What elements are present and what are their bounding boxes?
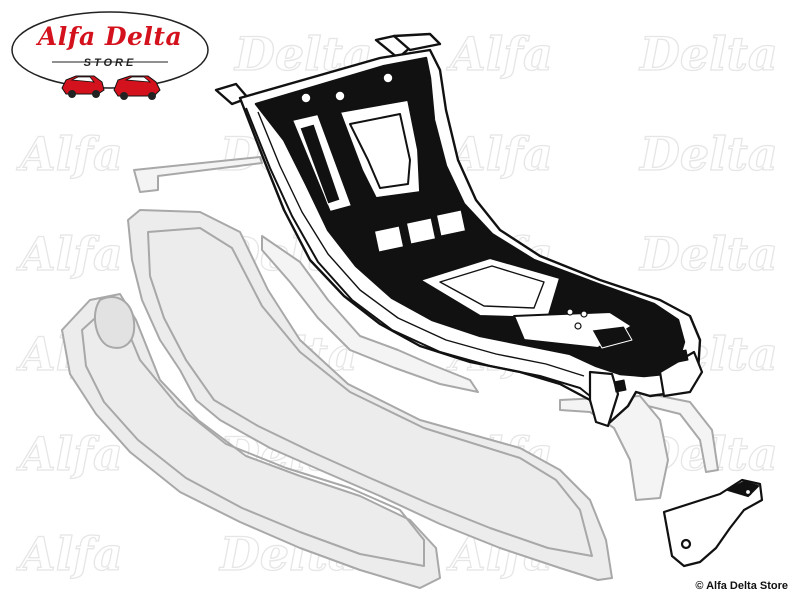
logo-subtitle: STORE [83, 57, 137, 69]
console-knob [574, 322, 582, 330]
console-gear-opening [349, 113, 411, 189]
console-rear-leg-right [658, 350, 704, 398]
console-leg-bolt [675, 349, 689, 363]
car-icon [61, 75, 105, 98]
console-tray-floor [439, 265, 545, 309]
console-knob [566, 308, 574, 316]
console-ashtray-inner [299, 123, 341, 205]
watermark-text: Delta [638, 27, 778, 81]
console-bolt-hole [300, 92, 312, 104]
ghost-side-panel-inner [147, 227, 593, 557]
logo-title: Alfa Delta [37, 22, 183, 51]
watermark-text: Delta [638, 227, 778, 281]
ghost-side-panel [127, 209, 613, 581]
ghost-cushion-inner [81, 309, 425, 567]
console-bolt-hole [382, 72, 394, 84]
copyright-credit: © Alfa Delta Store [695, 580, 788, 592]
watermark-text: Alfa [16, 427, 123, 481]
ghost-cushion [61, 293, 441, 589]
rear-bracket-hole [743, 487, 753, 497]
ghost-cushion-roll [93, 295, 136, 349]
console-rear-leg-left [588, 370, 620, 428]
logo-badge [11, 11, 209, 100]
ghost-right-panel [559, 395, 669, 501]
console-switch-slot [373, 224, 405, 254]
console-left-rim [245, 107, 601, 405]
console-switch-slot [435, 208, 467, 238]
watermark-text: Alfa [16, 127, 123, 181]
console-lower-recess [591, 325, 633, 349]
ghost-bracket-left [133, 156, 263, 193]
console-knob [580, 310, 588, 318]
logo-oval [11, 11, 209, 89]
ghost-right-trim [639, 391, 719, 473]
ghost-side-strip [261, 235, 479, 393]
watermark-text: Alfa [446, 27, 553, 81]
watermark-text: Alfa [16, 527, 123, 581]
store-logo[interactable]: Alfa Delta STORE [10, 10, 210, 110]
console-bolt-hole [334, 90, 346, 102]
console-switch-slot [405, 216, 437, 246]
console-leg-bolt [613, 379, 627, 393]
console-tab-right-rim [392, 32, 442, 52]
watermark-text: Delta [638, 127, 778, 181]
car-icon [113, 75, 161, 100]
console-tray [419, 257, 561, 319]
ghost-parts [61, 156, 719, 589]
center-console [214, 32, 704, 428]
rear-bracket-hole [680, 538, 692, 550]
rear-bracket [662, 478, 764, 568]
watermark-text: Alfa [16, 227, 123, 281]
console-left-rim-inner [257, 111, 585, 377]
